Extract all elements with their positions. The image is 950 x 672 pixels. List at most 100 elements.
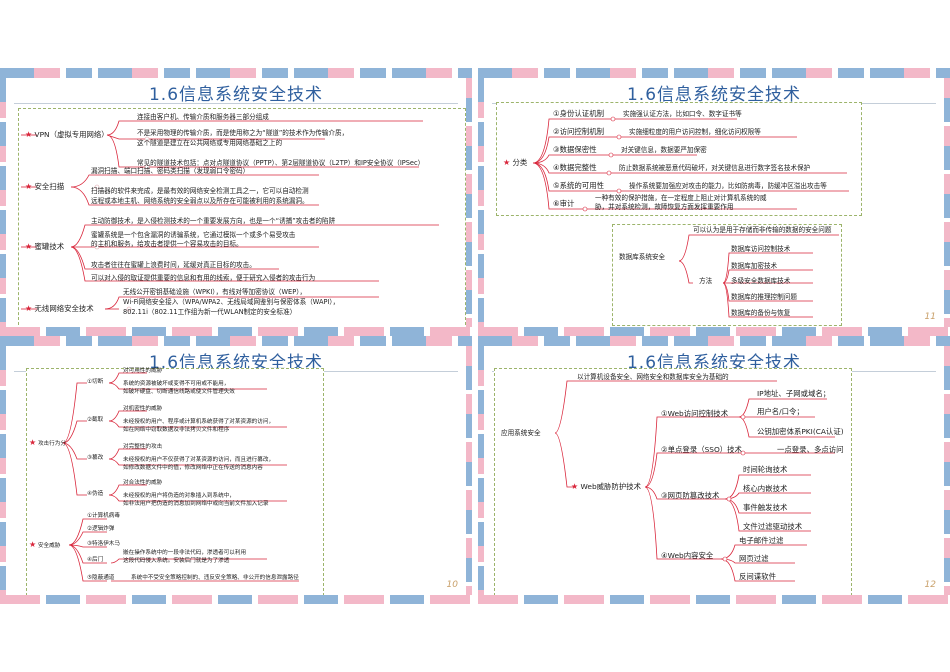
method-label: 方法 — [699, 277, 713, 285]
leaf-text: IP地址、子网或域名； — [757, 389, 831, 398]
star-icon: ★ — [25, 182, 33, 191]
detail-text: 这个隧道是建立在公共网络或专用网络基础之上的 — [137, 139, 283, 147]
mindmap-box: ★ VPN（虚拟专用网络） 连接由客户机、传输介质和服务器三部分组成 不是采用物… — [18, 108, 466, 330]
leaf-text: 时间轮询技术 — [743, 465, 788, 474]
star-icon: ★ — [571, 482, 579, 491]
detail-text: 扫描器的软件来完成，是最有效的网络安全检测工具之一，它可以自动检测 — [91, 187, 309, 195]
method-item: 数据库的备份与恢复 — [731, 309, 791, 317]
star-icon: ★ — [29, 438, 37, 447]
item-label: ②访问控制机制 — [553, 127, 604, 136]
db-security-box: 数据库系统安全 可以认为是用于存储而非传输的数据的安全问题 方法 数据库访问控制… — [612, 224, 842, 326]
detail-text: Wi-Fi网络安全接入（WPA/WPA2、无线局域网鉴别与保密体系（WAPI）， — [123, 298, 340, 306]
mindmap-box: ★ 分类 ①身份认证机制 实施强认证方法，比如口令、数字证书等 ②访问控制机制 … — [496, 102, 862, 216]
detail-text: 可以对入侵的取证提供重要的信息和有用的线索，便于研究入侵者的攻击行为 — [91, 274, 316, 282]
detail-text: 对可用性的威胁 — [123, 368, 163, 374]
branch-label: ①Web访问控制技术 — [661, 409, 729, 418]
detail-text: 攻击者往往在蜜罐上浪费时间，延缓对真正目标的攻击。 — [91, 261, 256, 269]
detail-text: 对关键信息，数据要严加保密 — [621, 146, 707, 154]
page-number: 11 — [924, 312, 936, 322]
detail-text: 未经授权的用户将伪造的对象插入到系统中， — [123, 493, 235, 499]
detail-text: 如在网络中窃取数据及非法拷贝文件和程序 — [123, 427, 230, 433]
method-item: 多级安全数据库技术 — [731, 277, 791, 285]
detail-text: 系统的资源被破坏或变得不可用或不能用， — [123, 381, 230, 387]
detail-text: 不是采用物理的传输介质，而是使用称之为“隧道”的技术作为传输介质， — [137, 129, 349, 137]
detail-text: 对机密性的威胁 — [123, 406, 163, 412]
slide-title: 1.6信息系统安全技术 — [148, 85, 324, 105]
leaf-text: 网页过滤 — [739, 554, 769, 563]
item-label: ①计算机病毒 — [87, 513, 120, 519]
detail-text: 对合法性的威胁 — [123, 480, 163, 486]
detail-text: 漏洞扫描、端口扫描、密码类扫描（发现弱口令密码） — [91, 167, 250, 175]
leaf-text: 事件触发技术 — [743, 503, 788, 512]
slide-vpn: 1.6信息系统安全技术 ★ VPN（虚拟专用网络） 连接由客户机、传输介质和服务… — [0, 68, 472, 336]
item-label: ②逻辑炸弹 — [87, 526, 115, 532]
detail-text: 实施强认证方法，比如口令、数字证书等 — [623, 110, 742, 118]
detail-text: 连接由客户机、传输介质和服务器三部分组成 — [137, 113, 269, 121]
page-number: 10 — [446, 580, 458, 590]
node-vpn: ★ VPN（虚拟专用网络） — [25, 130, 109, 139]
item-label: ④伪造 — [87, 491, 104, 497]
db-security-root: 数据库系统安全 — [619, 253, 666, 261]
slide-classification: 1.6信息系统安全技术 ★ 分类 ①身份认证机制 实施强认证方法，比如口令、数字… — [478, 68, 950, 336]
detail-text: 未经授权的用户、程序或计算机系统获得了对某资源的访问， — [123, 419, 275, 425]
detail-text: 未经授权的用户不仅获得了对某资源的访问，而且进行篡改， — [123, 457, 275, 463]
item-label: ①切断 — [87, 379, 104, 385]
detail-text: 无线公开密钥基础设施（WPKI），有线对等加密协议（WEP）， — [123, 288, 307, 296]
detail-text: 主动防御技术，是入侵检测技术的一个重要发展方向，也是一个“诱捕”攻击者的陷阱 — [91, 217, 336, 225]
slide-title: 1.6信息系统安全技术 — [626, 85, 802, 105]
leaf-text: 文件过滤驱动技术 — [743, 522, 803, 531]
mindmap-box: ★ 攻击行为分 ①切断 对可用性的威胁 系统的资源被破坏或变得不可用或不能用， … — [26, 368, 324, 596]
detail-text: 远程或本地主机、网络系统的安全弱点以及所存在可能被利用的系统漏洞。 — [91, 197, 309, 205]
node-scan: ★ 安全扫描 — [25, 182, 65, 191]
star-icon: ★ — [29, 540, 37, 549]
node-threat: ★ 安全威胁 — [29, 540, 61, 550]
item-label: ①身份认证机制 — [553, 109, 604, 118]
slide-application-security: 1.6信息系统安全技术 应用系统安全 以计算机设备安全、网络安全和数据库安全为基… — [478, 336, 950, 604]
item-label: ④数据完整性 — [553, 163, 597, 172]
item-label: ⑥审计 — [553, 199, 575, 208]
star-icon: ★ — [503, 158, 511, 167]
node-wireless: ★ 无线网络安全技术 — [25, 304, 94, 313]
detail-text: 实施细粒度的用户访问控制，细化访问权限等 — [629, 128, 761, 136]
detail-text: 系统中不受安全策略控制的、违反安全策略、非公开的信息泄露路径 — [131, 575, 299, 581]
detail-text: 防止数据系统被恶意代码破坏，对关键信息进行数字签名技术保护 — [619, 164, 811, 172]
item-label: ⑤隐蔽通道 — [87, 575, 115, 581]
detail-text: 常见的隧道技术包括：点对点隧道协议（PPTP）、第2层隧道协议（L2TP）和IP… — [137, 159, 425, 167]
detail-text: 的主机和服务，给攻击者提供一个容易攻击的目标。 — [91, 240, 243, 248]
leaf-text: 电子邮件过滤 — [739, 536, 784, 545]
method-item: 数据库的推理控制问题 — [731, 293, 797, 301]
detail-text: 以计算机设备安全、网络安全和数据库安全为基础的 — [577, 373, 729, 381]
item-label: ③数据保密性 — [553, 145, 597, 154]
detail-text: 这段代码侵入系统。安装后门就是为了渗透 — [123, 558, 230, 564]
slide-threats: 1.6信息系统安全技术 ★ 攻击行为分 ①切断 对可用性的威胁 系统的资源被破坏… — [0, 336, 472, 604]
node-honeypot: ★ 蜜罐技术 — [25, 242, 65, 251]
leaf-text: 核心内嵌技术 — [743, 484, 788, 493]
detail-text: 802.11i（802.11工作组为新一代WLAN制定的安全标准） — [123, 308, 297, 316]
mindmap-box: 应用系统安全 以计算机设备安全、网络安全和数据库安全为基础的 ★ Web威胁防护… — [494, 368, 852, 596]
detail-text: 一种有效的保护措施，在一定程度上阻止对计算机系统的威胁，并对系统检测，故障恢复方… — [595, 194, 767, 211]
node-web-threat: ★ Web威胁防护技术 — [571, 482, 641, 491]
method-item: 数据库访问控制技术 — [731, 245, 791, 253]
branch-label: ②单点登录（SSO）技术 — [661, 445, 742, 454]
item-label: ⑤系统的可用性 — [553, 181, 604, 190]
detail-text: 嵌在操作系统中的一段非法代码，渗透者可以利用 — [123, 550, 247, 556]
detail-text: 操作系统要加强应对攻击的能力，比如防病毒，防缓冲区溢出攻击等 — [629, 182, 827, 190]
detail-text: 如修改数据文件中的值，修改网络中正在传送的消息内容 — [123, 465, 263, 471]
page-number: 12 — [924, 580, 936, 590]
detail-text: 可以认为是用于存储而非传输的数据的安全问题 — [693, 226, 832, 234]
branch-label: ③网页防篡改技术 — [661, 491, 720, 500]
leaf-text: 用户名/口令； — [757, 407, 804, 416]
leaf-text: 公钥加密体系PKI(CA认证) — [757, 427, 844, 436]
item-label: ③特洛伊木马 — [87, 541, 120, 547]
branch-label: ④Web内容安全 — [661, 551, 714, 560]
item-label: ②截取 — [87, 417, 104, 423]
leaf-text: 反间谍软件 — [739, 572, 776, 581]
leaf-text: 一点登录、多点访问 — [777, 445, 844, 454]
node-classification: ★ 分类 — [503, 158, 528, 167]
star-icon: ★ — [25, 304, 33, 313]
star-icon: ★ — [25, 242, 33, 251]
star-icon: ★ — [25, 130, 33, 139]
node-attack: ★ 攻击行为分 — [29, 438, 66, 448]
detail-text: 如非法用户把伪造的消息加到网络中或向当前文件加入记录 — [123, 501, 269, 507]
item-label: ③篡改 — [87, 455, 104, 461]
